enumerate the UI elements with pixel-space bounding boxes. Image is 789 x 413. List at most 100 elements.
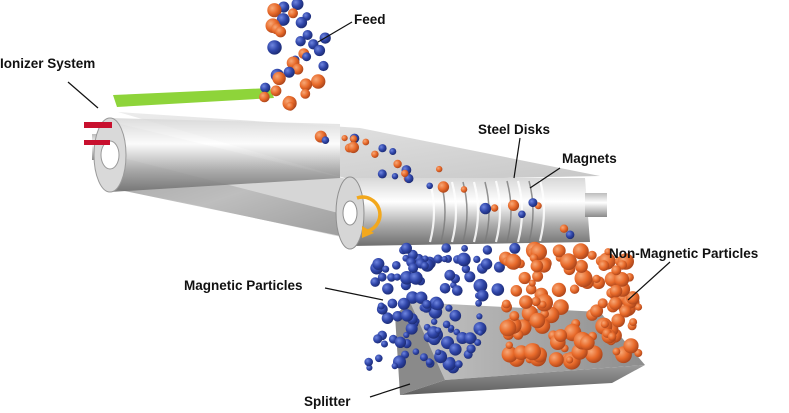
- magnetic-particle: [260, 82, 271, 93]
- non-magnetic-particle: [362, 138, 370, 146]
- non-magnetic-particle: [371, 150, 379, 158]
- non-magnetic-particle: [574, 259, 588, 273]
- non-magnetic-particle: [437, 181, 450, 193]
- magnetic-particle: [407, 249, 418, 260]
- ionizer-system-label: Ionizer System: [0, 56, 95, 71]
- non-magnetic-particle: [518, 271, 531, 285]
- non-magnetic-particle: [548, 352, 564, 368]
- magnetic-particle: [391, 362, 398, 370]
- non-magnetic-particle: [579, 335, 595, 351]
- magnetic-particle: [518, 210, 526, 219]
- non-magnetic-particle: [590, 304, 604, 318]
- non-magnetic-particle: [510, 285, 523, 297]
- magnetic-particle: [432, 298, 444, 311]
- magnetic-particle: [442, 320, 451, 329]
- magnetic-particle: [491, 283, 505, 296]
- magnetic-particle: [295, 36, 306, 47]
- non-magnetic-particle: [574, 269, 593, 288]
- magnetic-particle: [373, 334, 383, 344]
- non-magnetic-particle: [532, 270, 544, 282]
- non-magnetic-particle: [614, 272, 630, 287]
- magnetic-particle: [452, 285, 463, 296]
- non-magnetic-particle: [554, 329, 568, 342]
- magnetic-particle: [565, 230, 575, 240]
- non-magnetic-particle: [275, 26, 287, 38]
- magnetic-particle: [276, 13, 290, 26]
- magnetic-particle: [291, 0, 304, 10]
- magnetic-particle: [397, 297, 410, 310]
- non-magnetic-particle: [341, 135, 348, 142]
- magnetic-particle: [408, 263, 419, 274]
- magnetic-particle: [474, 339, 482, 346]
- magnetic-particle: [476, 313, 483, 320]
- magnets-label: Magnets: [562, 151, 617, 166]
- magnetic-particle: [528, 198, 538, 208]
- non-magnetic-particle: [592, 274, 601, 283]
- non-magnetic-particle: [566, 356, 574, 364]
- non-magnetic-particle: [507, 199, 520, 211]
- magnetic-particle: [406, 291, 419, 304]
- non-magnetic-particle: [609, 284, 623, 298]
- non-magnetic-particle: [292, 63, 304, 75]
- magnetic-particle: [318, 60, 329, 72]
- non-magnetic-particle: [529, 312, 546, 329]
- non-magnetic-particle: [600, 319, 609, 329]
- magnetic-particle: [295, 16, 308, 29]
- magnetic-particle: [375, 354, 383, 363]
- non-magnetic-particle: [393, 159, 402, 169]
- non-magnetic-particle: [629, 318, 638, 327]
- magnetic-particle: [454, 360, 463, 369]
- non-magnetic-particle: [523, 343, 542, 361]
- magnetic-particle: [442, 357, 456, 371]
- magnetic-particle: [387, 273, 396, 282]
- magnetic-particle: [400, 309, 414, 322]
- magnetic-particle: [403, 331, 410, 339]
- magnetic-particle: [456, 252, 471, 267]
- non-magnetic-particle: [505, 341, 513, 349]
- magnetic-particle: [377, 272, 387, 282]
- non-magnetic-particle: [528, 279, 536, 287]
- magnetic-particle: [382, 283, 394, 295]
- magnetic-particle: [473, 255, 481, 263]
- non-magnetic-particle: [499, 319, 517, 337]
- magnetic-particle: [321, 136, 330, 144]
- non-magnetic-particle: [525, 283, 537, 295]
- magnetic-particle: [479, 202, 492, 215]
- magnetic-particle: [461, 264, 471, 274]
- particles: [259, 0, 643, 374]
- magnetic-particle: [381, 340, 388, 348]
- magnetic-particle: [409, 271, 423, 285]
- magnetic-particle: [419, 353, 428, 362]
- non-magnetic-particle: [552, 244, 566, 258]
- magnetic-particle: [434, 327, 442, 334]
- non-magnetic-particle: [626, 291, 640, 305]
- magnetic-particle: [389, 148, 397, 155]
- magnetic-particle: [445, 304, 453, 312]
- magnetic-particle: [412, 348, 420, 356]
- magnetic-particle: [509, 242, 521, 254]
- splitter-label: Splitter: [304, 394, 351, 409]
- non-magnetic-particle: [604, 248, 612, 256]
- non-magnetic-particle: [272, 71, 286, 86]
- magnetic-particles-label: Magnetic Particles: [184, 278, 303, 293]
- non-magnetic-particle: [259, 91, 270, 103]
- magnetic-particle: [420, 261, 429, 270]
- curved-arrow-head: [362, 226, 374, 238]
- magnetic-particle: [476, 289, 489, 302]
- non-magnetic-particle: [270, 85, 282, 97]
- magnetic-particle: [401, 242, 412, 254]
- non-magnetic-particle: [285, 101, 295, 111]
- curved-arrow-icon: [356, 195, 382, 233]
- magnetic-particle: [473, 278, 488, 293]
- magnetic-particle: [493, 261, 505, 273]
- magnetic-particle: [444, 269, 456, 281]
- non-magnetic-particle: [611, 265, 622, 276]
- magnetic-particle: [439, 283, 451, 294]
- non-magnetic-particle: [505, 253, 522, 270]
- magnetic-particle: [378, 144, 387, 153]
- non-magnetic-particle: [267, 3, 282, 18]
- non-magnetic-particle: [560, 253, 577, 271]
- magnetic-particle: [267, 40, 282, 55]
- non-magnetic-particle: [607, 332, 617, 341]
